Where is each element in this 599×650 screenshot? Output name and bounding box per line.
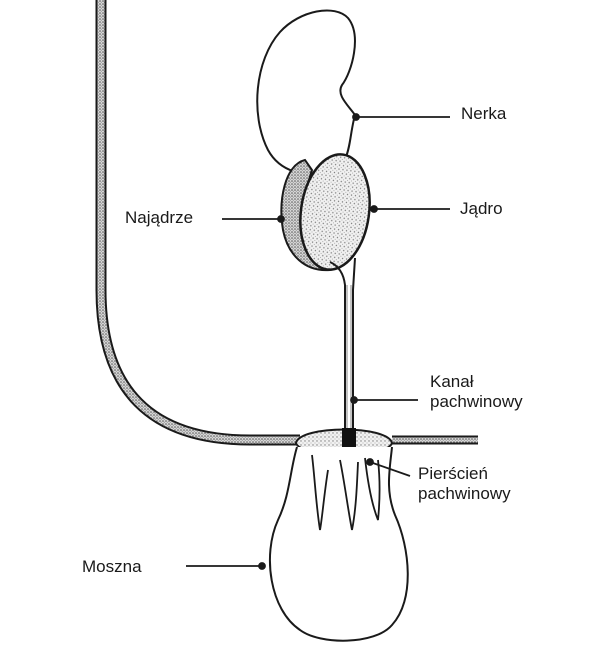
abdominal-wall (95, 0, 478, 446)
kidney-shape (256, 9, 357, 176)
leader-lines (186, 113, 450, 570)
label-nerka: Nerka (461, 104, 507, 123)
label-kanal-line1: Kanał (430, 372, 474, 391)
scrotal-folds (311, 454, 381, 531)
label-najadrze: Najądrze (125, 208, 194, 227)
label-kanal-pachwinowy: Kanał pachwinowy (430, 372, 523, 412)
scrotum-shape (268, 446, 409, 642)
label-pierscien-pachwinowy: Pierścień pachwinowy (418, 464, 511, 504)
testis-shape (299, 153, 371, 271)
label-jadro: Jądro (460, 199, 503, 218)
label-pierscien-line2: pachwinowy (418, 484, 511, 503)
label-moszna: Moszna (82, 557, 142, 576)
label-pierscien-line1: Pierścień (418, 464, 488, 483)
label-kanal-line2: pachwinowy (430, 392, 523, 411)
spermatic-cord (329, 257, 356, 440)
